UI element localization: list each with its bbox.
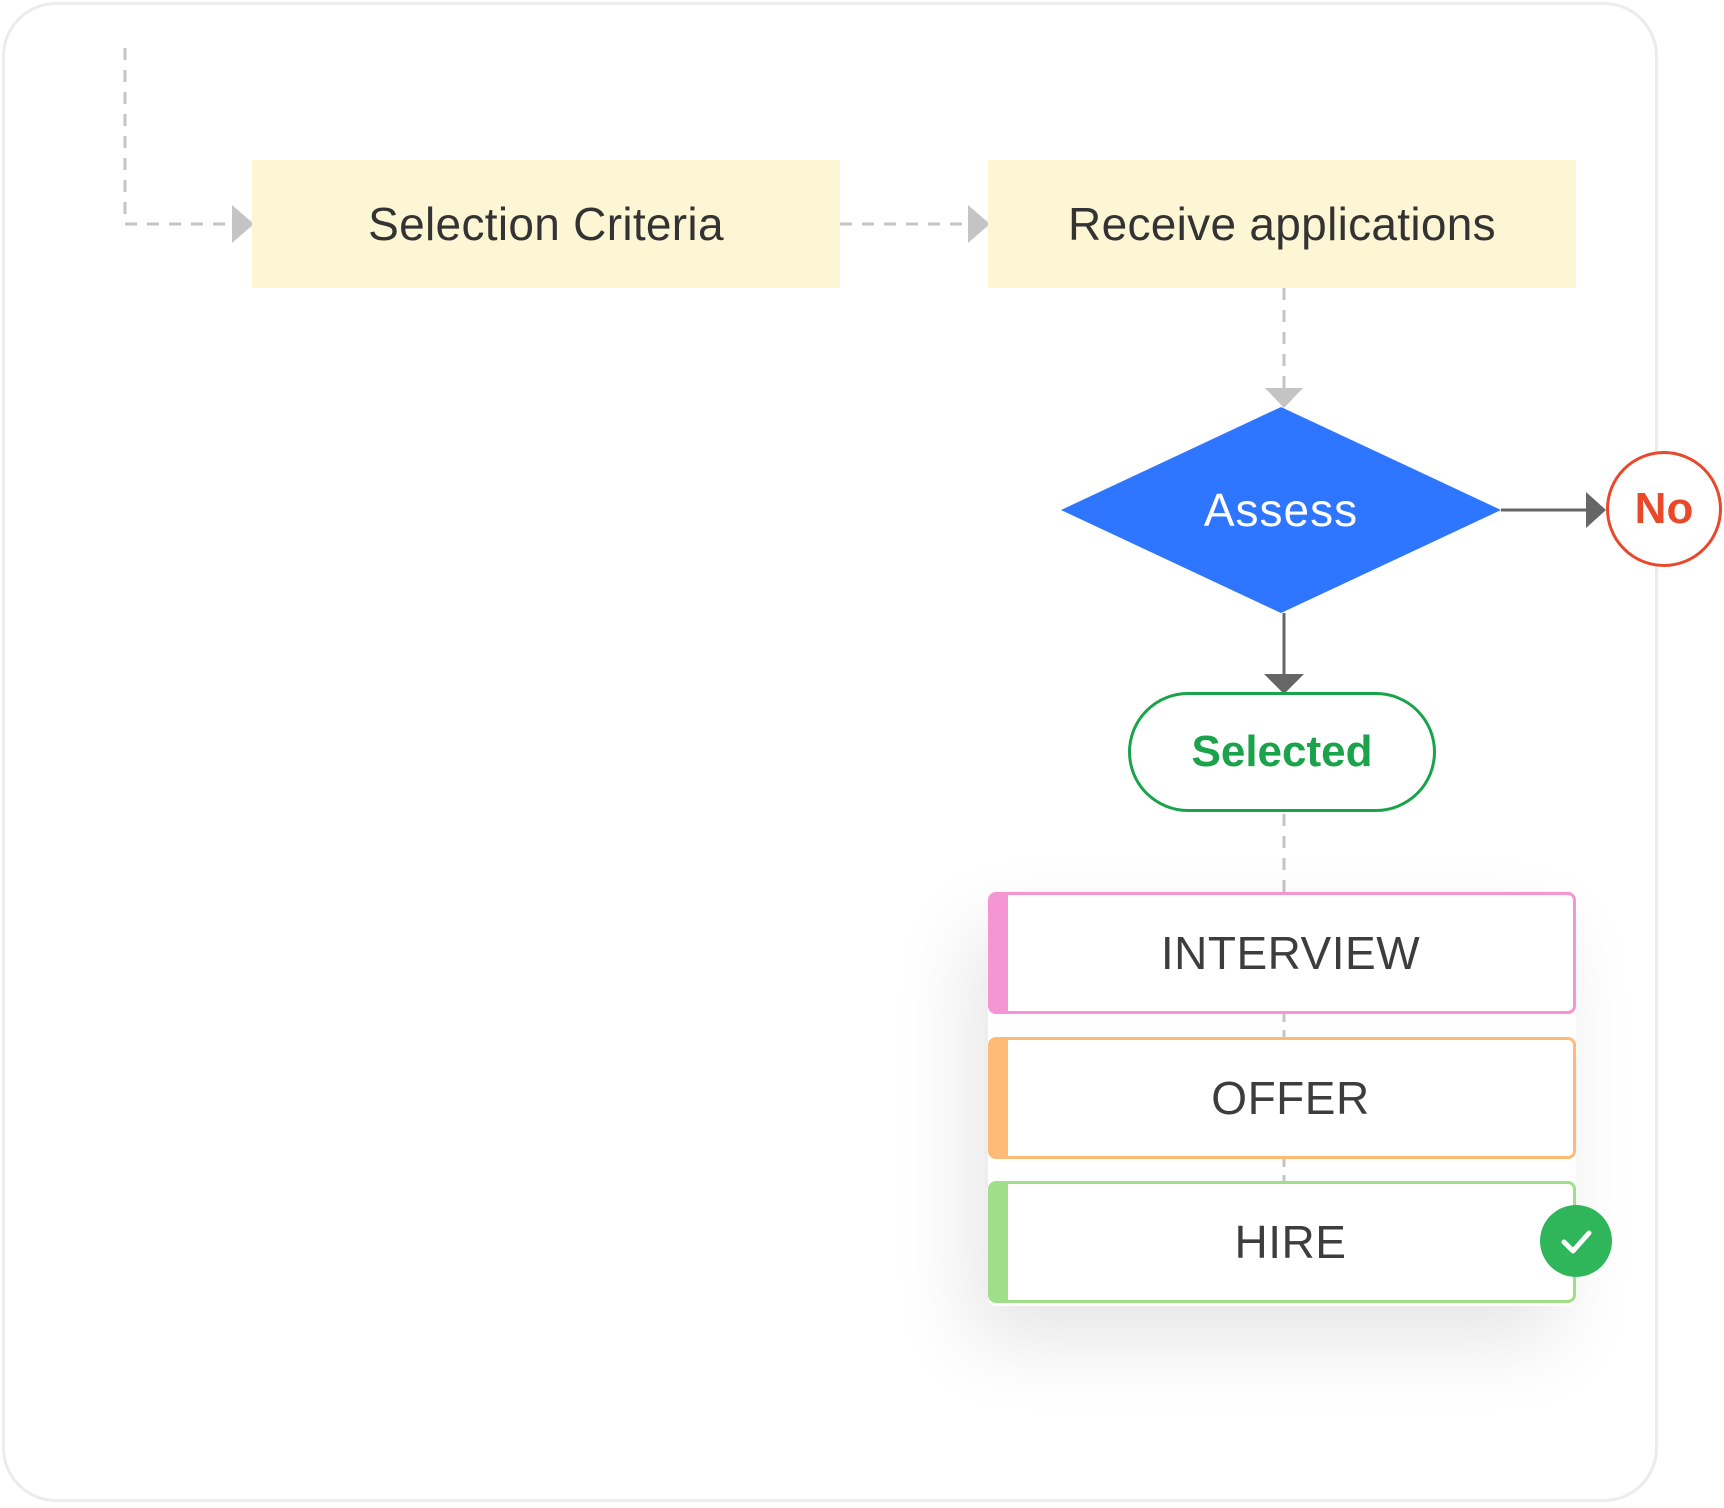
arrowhead-criteria-to-receive (968, 205, 990, 243)
node-selected-terminal[interactable]: Selected (1128, 692, 1436, 812)
node-no-label: No (1634, 484, 1694, 533)
arrowhead-assess-to-no (1586, 492, 1606, 528)
arrowhead-receive-to-assess (1265, 388, 1303, 408)
stage-offer-label: OFFER (1211, 1072, 1370, 1124)
stage-hire[interactable]: HIRE (988, 1181, 1576, 1303)
decision-diamond-shape (1061, 407, 1501, 613)
stage-interview-label: INTERVIEW (1160, 927, 1421, 979)
node-receive-applications[interactable]: Receive applications (988, 160, 1576, 288)
stage-interview[interactable]: INTERVIEW (988, 892, 1576, 1014)
check-circle-icon (1540, 1205, 1612, 1277)
node-assess-label: Assess (1203, 484, 1359, 536)
connector-entry (123, 48, 234, 226)
node-selection-criteria[interactable]: Selection Criteria (252, 160, 840, 288)
node-receive-applications-label: Receive applications (1068, 198, 1496, 250)
stage-hire-label: HIRE (1234, 1216, 1347, 1268)
arrowhead-entry (232, 205, 254, 243)
node-selected-label: Selected (1191, 727, 1373, 776)
arrowhead-assess-to-selected (1264, 674, 1304, 694)
checkmark-icon (1561, 1230, 1592, 1254)
stage-offer[interactable]: OFFER (988, 1037, 1576, 1159)
node-assess-decision[interactable]: Assess (1061, 407, 1501, 613)
node-selection-criteria-label: Selection Criteria (368, 198, 724, 250)
node-no-terminal[interactable]: No (1606, 451, 1722, 567)
